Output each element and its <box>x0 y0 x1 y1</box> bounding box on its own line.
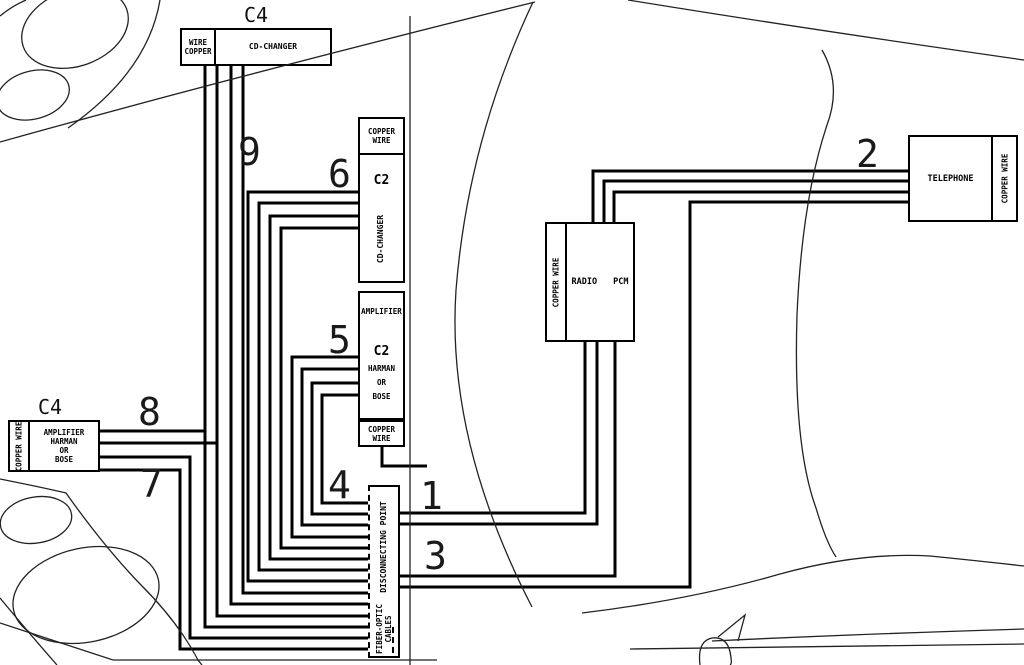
telephone-box: TELEPHONE COPPER WIRE <box>908 135 1018 222</box>
left-amp-device-cell: AMPLIFIER HARMAN OR BOSE <box>30 422 98 470</box>
wire-telephone-radio-1 <box>591 169 914 226</box>
left-amplifier-box: COPPER WIRE AMPLIFIER HARMAN OR BOSE <box>8 420 100 472</box>
headrest-shape <box>698 637 732 665</box>
corner-stub <box>0 0 27 17</box>
callout-9: 9 <box>238 130 261 174</box>
wire-telephone-radio-3 <box>612 190 914 226</box>
telephone-wire-cell: COPPER WIRE <box>991 137 1016 220</box>
amplifier-c2-box: AMPLIFIER C2 HARMAN OR BOSE <box>358 291 405 420</box>
top-cd-changer-box: WIRE COPPER CD-CHANGER <box>180 28 332 66</box>
c2cd-connector: C2 <box>360 171 403 191</box>
callout-7: 7 <box>140 462 163 506</box>
pcm-label: PCM <box>613 277 629 287</box>
amp-copper-line1: COPPER <box>367 424 396 434</box>
windshield-curve <box>454 1 534 608</box>
amp-copper-wire-box: COPPER WIRE <box>358 420 405 447</box>
pillar-curve <box>795 49 837 558</box>
disc-point-label-wrap: DISCONNECTING POINT <box>370 491 398 603</box>
rear-arch-curve <box>0 478 203 665</box>
headlight-outer-oval <box>21 0 129 70</box>
wire-telephone-radio-2 <box>602 179 914 226</box>
callout-5: 5 <box>328 318 351 362</box>
or-label: OR <box>376 377 387 387</box>
left-amp-line1: AMPLIFIER <box>43 428 85 437</box>
radio-label: RADIO <box>571 277 598 287</box>
bose-label: BOSE <box>372 391 391 401</box>
callout-3: 3 <box>424 534 447 578</box>
cd-changer-c2-box: COPPER WIRE C2 CD-CHANGER <box>358 117 405 283</box>
harman-label: HARMAN <box>367 363 396 373</box>
amp-title: AMPLIFIER <box>360 305 403 317</box>
seat-wedge <box>717 613 747 642</box>
copper-line1: COPPER <box>367 127 396 136</box>
c2-label: C2 <box>373 173 390 188</box>
headlight-inner-oval <box>0 69 70 121</box>
disconnecting-point-box: DISCONNECTING POINT FIBER-OPTIC CABLES <box>368 485 400 658</box>
connector-label-top-c4: C4 <box>243 3 269 27</box>
wire-cell-line2: COPPER <box>184 47 212 56</box>
wire-c2cd-1 <box>246 190 372 583</box>
callout-6: 6 <box>328 152 351 196</box>
amp-variant-3: BOSE <box>360 390 403 402</box>
connector-label-left-c4: C4 <box>37 395 63 419</box>
radio-copper-label: COPPER WIRE <box>551 257 561 307</box>
top-cd-label: CD-CHANGER <box>248 42 298 51</box>
amp-variant-2: OR <box>360 376 403 388</box>
c2cd-device-label: CD-CHANGER <box>376 214 386 264</box>
telephone-copper-label: COPPER WIRE <box>1000 153 1010 204</box>
left-amp-line3: OR <box>59 446 69 455</box>
fiber-section-dash <box>392 627 394 653</box>
top-cd-device-cell: CD-CHANGER <box>216 30 330 64</box>
amp-connector: C2 <box>360 343 403 361</box>
wire-top-cd-pin4 <box>241 62 372 595</box>
amp-variant-1: HARMAN <box>360 362 403 374</box>
wire-c2cd-2 <box>257 201 372 572</box>
top-cd-wire-cell: WIRE COPPER <box>182 30 216 64</box>
wire-disc-telephone <box>396 200 914 589</box>
left-amp-copper-label: COPPER WIRE <box>14 421 24 471</box>
roof-line <box>627 0 1024 61</box>
fiber-optic-line: FIBER-OPTIC <box>375 604 385 654</box>
amp-copper-line2: WIRE <box>372 433 391 443</box>
callout-2: 2 <box>856 132 879 176</box>
wire-cell-line1: WIRE <box>188 38 208 47</box>
door-line <box>581 554 1024 614</box>
amp-c2-label: C2 <box>373 344 390 359</box>
telephone-device-cell: TELEPHONE <box>910 137 991 220</box>
telephone-label: TELEPHONE <box>927 173 974 184</box>
callout-8: 8 <box>138 390 161 434</box>
sill-line-2 <box>629 643 1024 650</box>
c2cd-device: CD-CHANGER <box>360 199 403 279</box>
disconnecting-point-label: DISCONNECTING POINT <box>379 501 389 593</box>
amp-title-label: AMPLIFIER <box>361 306 402 316</box>
fender-curve <box>67 0 161 129</box>
left-amp-wire-cell: COPPER WIRE <box>10 421 30 471</box>
rear-wheel-inner-oval <box>0 495 73 545</box>
sill-line-1 <box>711 628 1024 642</box>
c2cd-copper-cell: COPPER WIRE <box>360 119 403 155</box>
left-amp-line2: HARMAN <box>50 437 78 446</box>
radio-device-cell: RADIO PCM <box>567 224 633 340</box>
radio-wire-cell: COPPER WIRE <box>547 224 567 340</box>
copper-line2: WIRE <box>372 136 391 145</box>
left-amp-line4: BOSE <box>54 455 74 464</box>
callout-1: 1 <box>420 474 443 518</box>
fiber-optic-cables-label: FIBER-OPTIC CABLES <box>375 604 393 654</box>
rear-wheel-outer-oval <box>12 545 160 645</box>
rear-lower-arc <box>0 597 58 665</box>
wire-c2cd-3 <box>268 214 372 561</box>
callout-4: 4 <box>328 463 351 507</box>
radio-pcm-box: COPPER WIRE RADIO PCM <box>545 222 635 342</box>
